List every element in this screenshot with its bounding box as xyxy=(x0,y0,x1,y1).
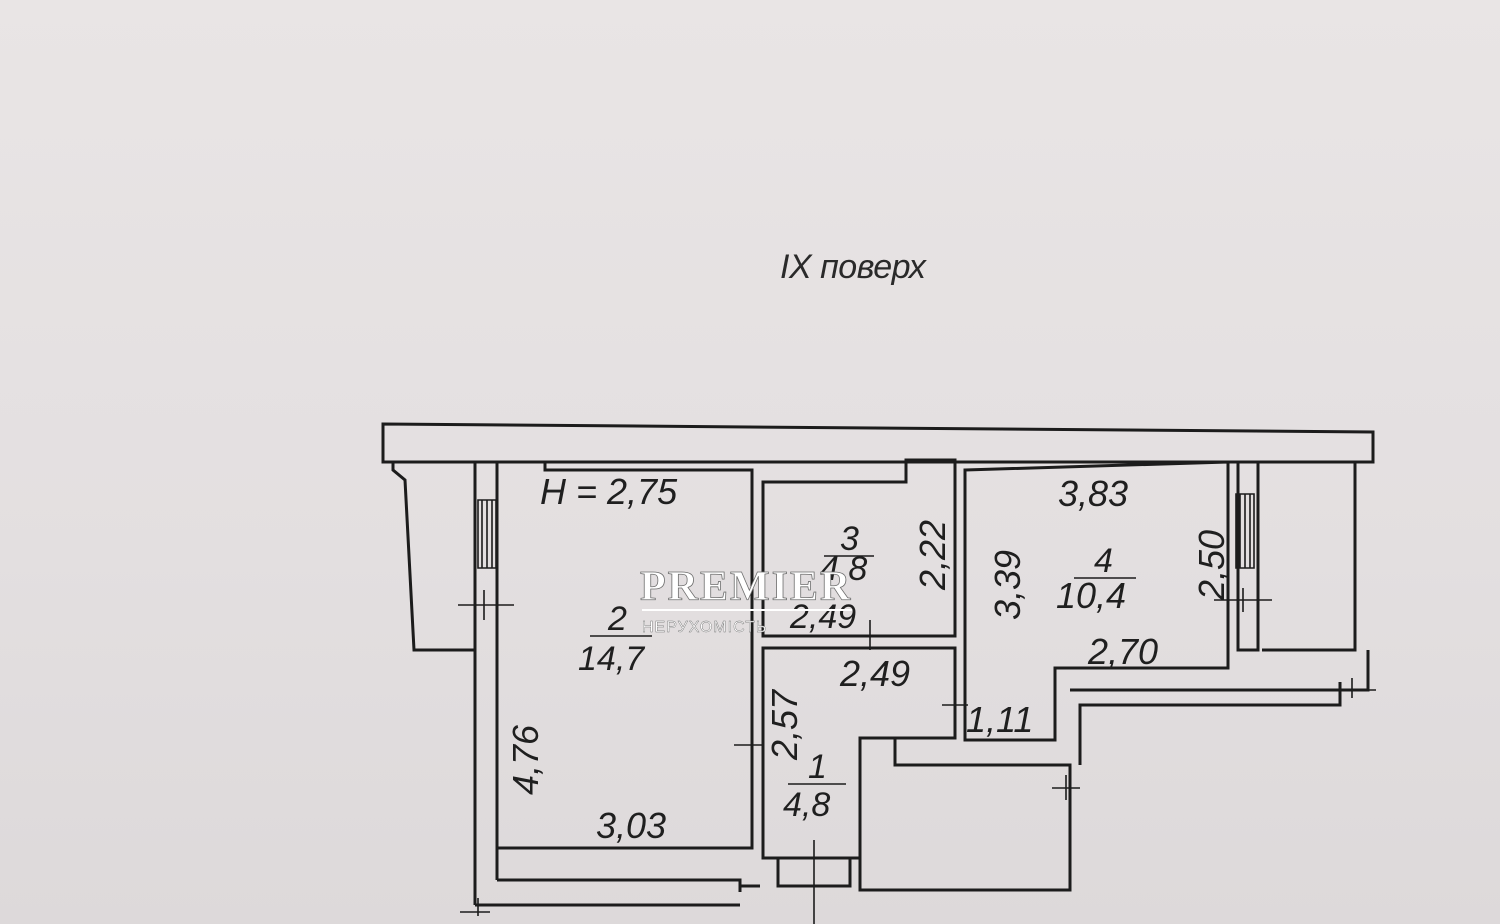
room4-area: 10,4 xyxy=(1056,575,1126,616)
left-door-mark xyxy=(458,590,514,620)
right-ledge-mark xyxy=(1340,678,1376,698)
room2-number: 2 xyxy=(607,600,627,638)
room1-width: 2,49 xyxy=(839,653,910,694)
room2-walls xyxy=(497,460,754,850)
right-window xyxy=(1235,493,1255,569)
room4-left: 3,39 xyxy=(987,550,1028,620)
corridor-width: 1,11 xyxy=(966,699,1033,740)
room2-length: 4,76 xyxy=(505,724,546,795)
watermark-brand: PREMIER xyxy=(640,564,852,610)
room4-outer-walls xyxy=(1236,460,1357,652)
room4-top: 3,83 xyxy=(1058,473,1128,514)
room4-walls xyxy=(963,460,1230,742)
room2-area: 14,7 xyxy=(578,640,645,678)
room3-number: 3 xyxy=(840,520,859,558)
premier-watermark-logo: PREMIER НЕРУХОМІСТЬ xyxy=(640,564,852,636)
room3-height: 2,22 xyxy=(912,520,953,591)
room1-height: 2,57 xyxy=(764,688,805,761)
entrance-side-mark xyxy=(1052,775,1080,800)
room3-width: 2,49 xyxy=(789,598,856,636)
floor-title: IX поверх xyxy=(780,248,926,286)
room4-number: 4 xyxy=(1094,542,1113,580)
bottom-left-mark xyxy=(460,898,490,916)
left-balcony xyxy=(391,462,477,652)
watermark-subtitle: НЕРУХОМІСТЬ xyxy=(642,619,767,636)
room3-walls xyxy=(761,458,957,638)
right-door-mark xyxy=(1214,588,1272,612)
left-window xyxy=(477,499,497,569)
room2-width: 3,03 xyxy=(596,805,666,846)
room1-walls xyxy=(761,646,957,860)
room2-outer-wall xyxy=(473,462,499,905)
room4-bottom: 2,70 xyxy=(1087,631,1158,672)
room1-area: 4,8 xyxy=(783,786,830,824)
room3-area: 4,8 xyxy=(820,550,867,588)
room1-number: 1 xyxy=(808,748,827,786)
room4-right: 2,50 xyxy=(1191,530,1232,601)
ceiling-height-label: H = 2,75 xyxy=(540,471,678,512)
bottom-wall xyxy=(475,878,760,907)
top-outer-wall xyxy=(381,422,1375,464)
